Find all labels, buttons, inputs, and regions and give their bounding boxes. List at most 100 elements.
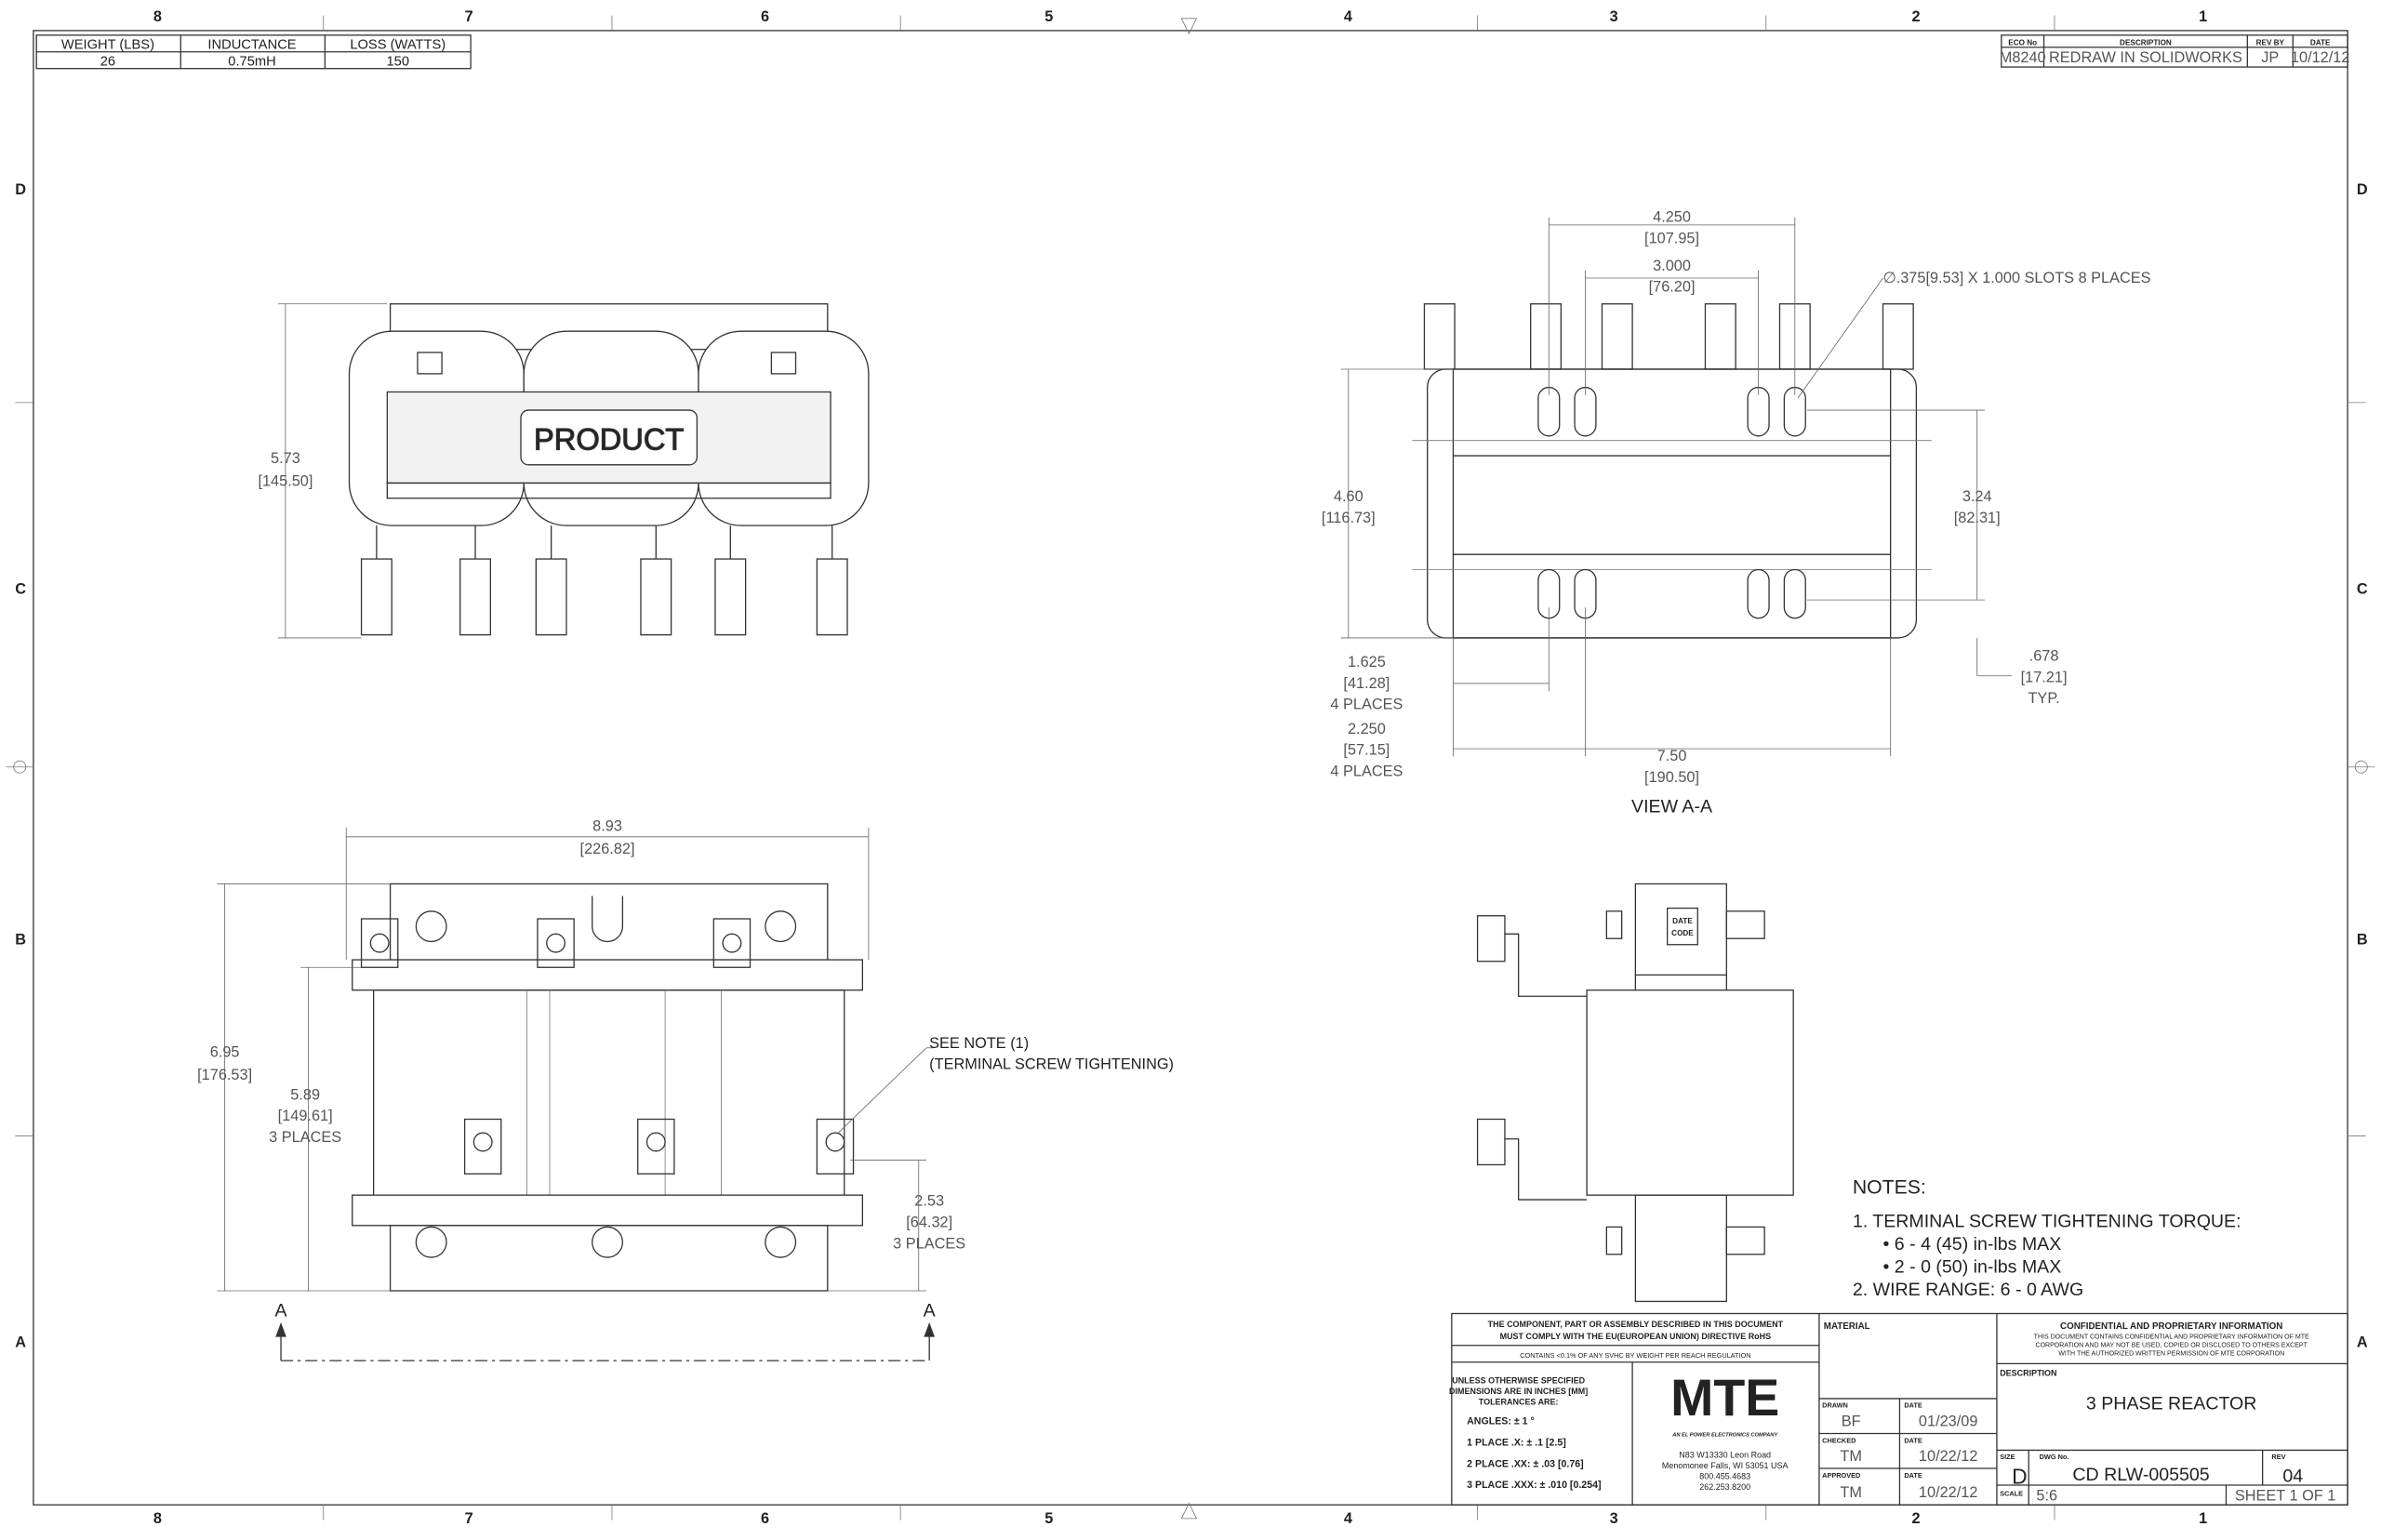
drawing-text: 2.53 [914, 1193, 944, 1210]
drawing-text: 26 [100, 54, 115, 69]
drawing-line [6, 18, 2375, 1520]
front-view: PRODUCT 5.73 [145.50] [258, 303, 870, 639]
drawing-line [825, 1132, 845, 1152]
drawing-text: DATE [2310, 38, 2331, 46]
drawing-line [712, 918, 752, 968]
drawing-text: DATE [1672, 917, 1693, 925]
drawing-line [1882, 303, 1914, 370]
drawing-text: 3 PHASE REACTOR [2086, 1393, 2257, 1414]
drawing-line [535, 558, 567, 636]
drawing-text: TM [1840, 1484, 1862, 1501]
drawing-line [1586, 989, 1794, 1196]
drawing-text: 0.75mH [228, 54, 275, 69]
drawing-text: ECO No [2008, 38, 2037, 46]
drawing-line [1797, 277, 1883, 399]
drawing-text: 4 [1344, 1510, 1352, 1527]
drawing-line [389, 1225, 829, 1292]
drawing-text: APPROVED [1822, 1471, 1860, 1480]
drawing-line [637, 1118, 675, 1175]
drawing-text: 1.625 [1348, 654, 1386, 670]
drawing-text: DWG No. [2040, 1453, 2069, 1461]
drawing-line [714, 558, 747, 636]
drawing-text: 8.93 [592, 817, 622, 834]
drawing-text: 3 [1610, 1510, 1618, 1527]
drawing-text: [116.73] [1322, 510, 1376, 526]
drawing-line [1725, 910, 1765, 939]
drawing-text: 8 [153, 8, 162, 25]
drawing-text: 2 [1912, 8, 1921, 25]
drawing-text: 2. WIRE RANGE: 6 - 0 AWG [1853, 1280, 2083, 1300]
drawing-text: 1 [2199, 1510, 2207, 1527]
drawing-text: AN EL POWER ELECTRONICS COMPANY [1671, 1433, 1778, 1439]
drawing-line [415, 910, 447, 943]
drawing-text: CHECKED [1822, 1436, 1856, 1444]
drawing-text: REDRAW IN SOLIDWORKS [2049, 49, 2242, 66]
top-view: 8.93 [226.82] 6.95 [176.53] 5.89 [149.61… [197, 817, 1174, 1361]
section-line-a-a [275, 1322, 936, 1361]
drawing-text: SHEET 1 OF 1 [2235, 1487, 2335, 1504]
drawing-line [1451, 1313, 2348, 1506]
drawing-line [1725, 1226, 1765, 1255]
drawing-line [770, 352, 797, 375]
drawing-line [1783, 568, 1806, 619]
drawing-text: WITH THE AUTHORIZED WRITTEN PERMISSION O… [2058, 1350, 2284, 1357]
drawing-text: 8 [153, 1510, 162, 1527]
drawing-line [352, 1194, 863, 1227]
drawing-line [592, 1226, 624, 1258]
drawing-line [1452, 368, 1892, 639]
drawing-line [722, 933, 742, 953]
drawing-text: SCALE [2000, 1489, 2023, 1497]
drawing-line [1423, 303, 1456, 370]
drawing-text: DIMENSIONS ARE IN INCHES [MM] [1449, 1387, 1588, 1396]
drawing-text: N83 W13330 Leon Road [1679, 1451, 1771, 1460]
drawing-text: 5.73 [271, 450, 300, 467]
drawing-text: 5 [1044, 8, 1053, 25]
drawing-text: 5 [1044, 1510, 1053, 1527]
drawing-text: B [2357, 932, 2368, 949]
drawing-text: UNLESS OTHERWISE SPECIFIED [1452, 1376, 1585, 1386]
drawing-text: 5.89 [290, 1086, 320, 1103]
drawing-text: [176.53] [197, 1067, 252, 1083]
drawing-text: 1. TERMINAL SCREW TIGHTENING TORQUE: [1853, 1211, 2241, 1231]
drawing-text: BF [1842, 1413, 1861, 1429]
drawing-line [816, 558, 848, 636]
drawing-text: 7 [465, 8, 473, 25]
drawing-line [1605, 1226, 1623, 1255]
drawing-text: 10/22/12 [1919, 1448, 1978, 1465]
drawing-text: SIZE [2000, 1453, 2015, 1461]
drawing-text: DATE [1904, 1436, 1922, 1444]
drawing-line [1747, 568, 1770, 619]
drawing-text: 3 PLACE .XXX: ± .010 [0.254] [1467, 1480, 1601, 1491]
drawing-text: • 2 - 0 (50) in-lbs MAX [1882, 1256, 2061, 1277]
drawing-text: THE COMPONENT, PART OR ASSEMBLY DESCRIBE… [1488, 1320, 1784, 1329]
zone-dividers [6, 15, 2375, 1520]
drawing-text: ∅.375[9.53] X 1.000 SLOTS 8 PLACES [1882, 270, 2150, 286]
drawing-line [1634, 1194, 1727, 1303]
drawing-text: [64.32] [906, 1214, 952, 1230]
drawing-text: CONTAINS <0.1% OF ANY SVHC BY WEIGHT PER… [1520, 1351, 1750, 1360]
drawing-text: [226.82] [580, 841, 635, 857]
drawing-line [360, 896, 855, 1258]
drawing-text: B [15, 932, 26, 949]
drawing-text: JP [2261, 49, 2279, 66]
drawing-text: THIS DOCUMENT CONTAINS CONFIDENTIAL AND … [2034, 1334, 2309, 1340]
drawing-text: 4.60 [1334, 488, 1363, 505]
drawing-text: M8240 [2000, 49, 2046, 66]
drawing-line [463, 1118, 502, 1175]
drawing-line [472, 1132, 493, 1152]
drawing-text: 4.250 [1653, 209, 1691, 226]
drawing-text: 4 PLACES [1330, 763, 1403, 780]
drawing-line [765, 1226, 797, 1258]
drawing-text: [149.61] [278, 1108, 333, 1124]
drawing-line [1530, 303, 1563, 370]
drawing-text: 7.50 [1657, 748, 1687, 764]
drawing-text: CD RLW-005505 [2072, 1465, 2209, 1485]
notes: NOTES: 1. TERMINAL SCREW TIGHTENING TORQ… [1853, 1177, 2241, 1300]
drawing-text: D [15, 181, 26, 198]
drawing-text: 5:6 [2036, 1487, 2057, 1504]
drawing-line [369, 933, 390, 953]
drawing-text: REV BY [2256, 38, 2285, 46]
drawing-text: 2.250 [1348, 721, 1386, 737]
drawing-line [360, 918, 399, 968]
